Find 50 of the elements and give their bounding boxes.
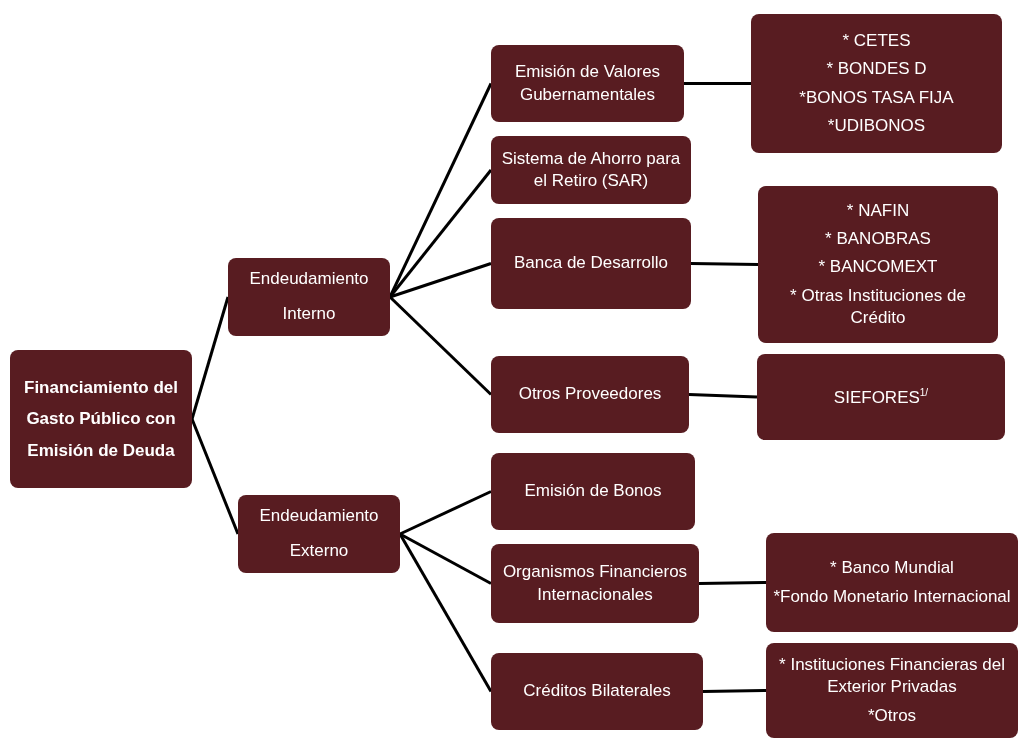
category-box bbox=[751, 14, 1002, 153]
category-box bbox=[10, 350, 192, 488]
category-box bbox=[491, 218, 691, 309]
connector-line bbox=[688, 393, 758, 399]
list-item: * Otras Instituciones de Crédito bbox=[789, 284, 967, 329]
box-label: Otros Proveedores bbox=[518, 383, 662, 406]
list-item: *Fondo Monetario Internacional bbox=[773, 585, 1011, 608]
connector-line bbox=[398, 533, 493, 693]
category-box bbox=[491, 544, 699, 623]
category-box bbox=[766, 643, 1018, 738]
connector-line bbox=[698, 581, 767, 585]
category-box bbox=[491, 136, 691, 204]
list-item: * NAFIN bbox=[846, 200, 910, 223]
category-box bbox=[758, 186, 998, 343]
box-label: Organismos Financieros Internacionales bbox=[501, 561, 689, 606]
connector-line bbox=[399, 490, 492, 536]
list-item: * BANOBRAS bbox=[825, 228, 931, 251]
category-box bbox=[491, 45, 684, 122]
category-box bbox=[491, 356, 689, 433]
connector-line bbox=[684, 82, 751, 85]
list-item: * BANCOMEXT bbox=[818, 256, 938, 279]
box-label: Banca de Desarrollo bbox=[514, 252, 668, 275]
category-box bbox=[228, 258, 390, 336]
list-item: * Banco Mundial bbox=[830, 557, 954, 580]
connector-line bbox=[702, 689, 767, 693]
connector-line bbox=[399, 532, 492, 585]
list-item: *UDIBONOS bbox=[827, 114, 926, 137]
box-label: Emisión de Valores Gubernamentales bbox=[513, 61, 662, 106]
category-box bbox=[491, 453, 695, 530]
list-item: * CETES bbox=[842, 30, 911, 53]
list-item: * Instituciones Financieras del Exterior Privadas bbox=[778, 654, 1006, 699]
box-label: Financiamiento del Gasto Público con Emisión de Deuda bbox=[23, 376, 179, 462]
box-label: Sistema de Ahorro para el Retiro (SAR) bbox=[500, 147, 682, 192]
connector-line bbox=[389, 262, 492, 299]
list-item: *Otros bbox=[867, 704, 917, 727]
box-label: Endeudamiento Interno bbox=[248, 268, 370, 325]
box-label: Créditos Bilaterales bbox=[523, 680, 671, 703]
box-label: SIEFORES$^{1/}$ bbox=[833, 385, 929, 409]
category-box bbox=[238, 495, 400, 573]
list-item: *BONOS TASA FIJA bbox=[799, 86, 954, 109]
box-label: Emisión de Bonos bbox=[524, 480, 662, 503]
connector-line bbox=[690, 262, 759, 266]
connector-line bbox=[388, 295, 493, 396]
category-box bbox=[766, 533, 1018, 632]
box-label: Endeudamiento Externo bbox=[258, 505, 380, 562]
connector-line bbox=[190, 418, 240, 535]
category-box bbox=[491, 653, 703, 730]
category-box bbox=[757, 354, 1005, 440]
connector-line bbox=[190, 296, 230, 420]
list-item: * BONDES D bbox=[826, 58, 927, 81]
